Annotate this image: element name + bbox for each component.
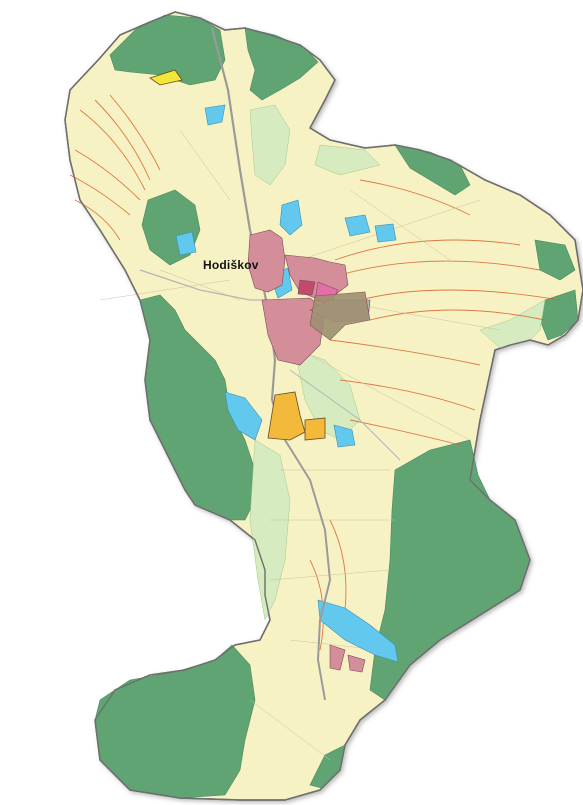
development-areas: [149, 69, 326, 441]
village-area: [247, 229, 371, 673]
parcel-lines: [99, 129, 501, 761]
water-bodies: [175, 104, 399, 663]
town-label: Hodiškov: [203, 258, 259, 272]
meadow-areas: [249, 104, 546, 621]
contour-lines: [69, 94, 561, 651]
cadastral-boundary: [64, 11, 583, 801]
